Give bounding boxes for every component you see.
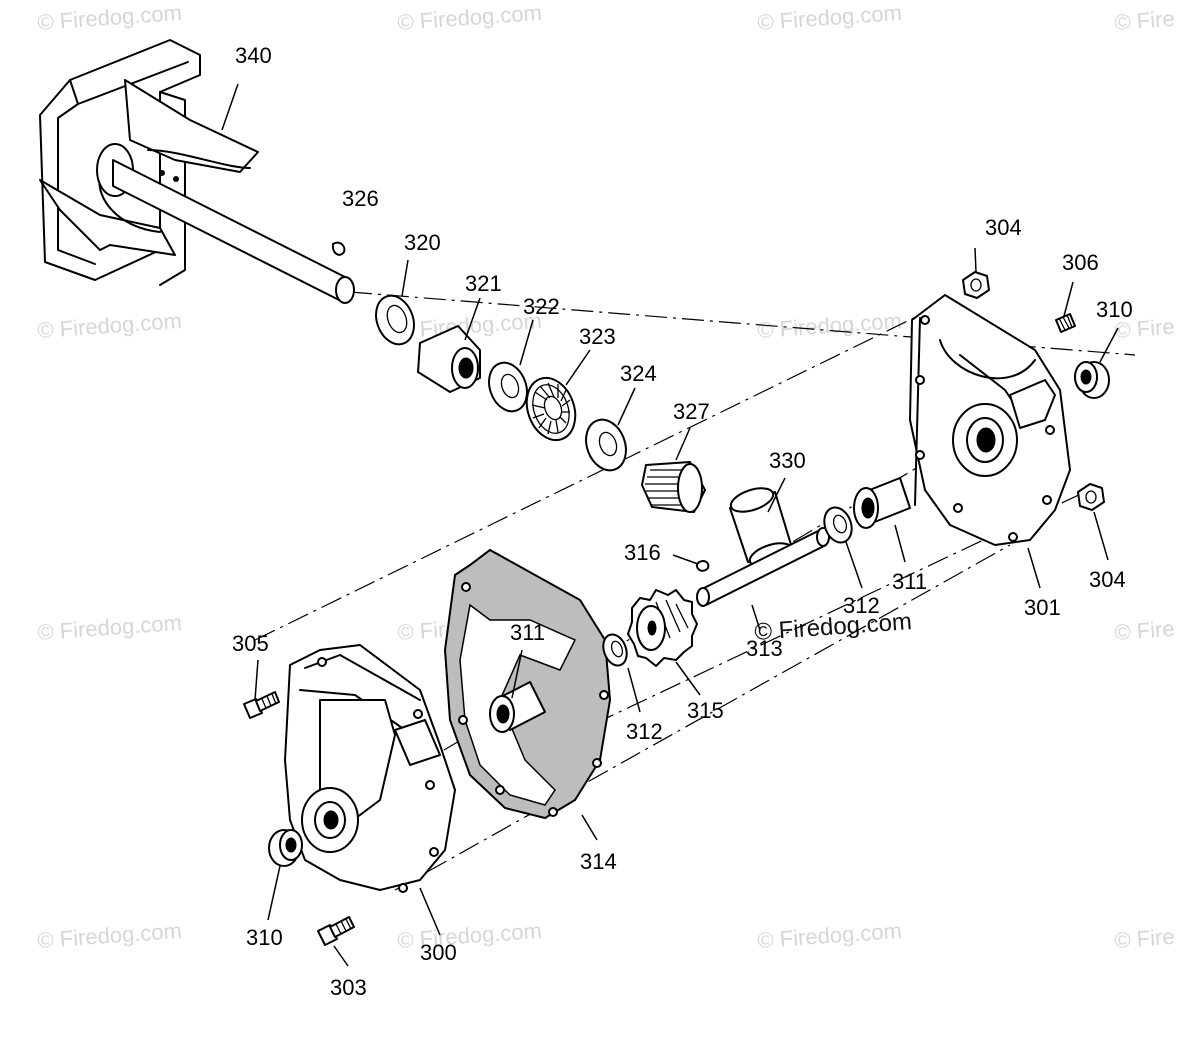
part-327-worm-gear xyxy=(641,461,706,513)
label-314: 314 xyxy=(580,849,617,874)
label-305: 305 xyxy=(232,631,269,656)
leader-311-left xyxy=(511,649,523,699)
label-306: 306 xyxy=(1062,250,1099,275)
leader-311-right xyxy=(894,524,906,563)
part-324-washer xyxy=(585,418,627,472)
watermark: © Firedog.com xyxy=(397,918,543,953)
leader-313 xyxy=(751,604,761,631)
part-306-set-screw xyxy=(1055,313,1076,333)
part-304-nut-bottom xyxy=(1077,483,1105,511)
label-304-top: 304 xyxy=(985,215,1022,240)
leader-324 xyxy=(617,387,636,426)
leader-327 xyxy=(675,427,691,461)
part-320-washer xyxy=(375,294,415,346)
label-300: 300 xyxy=(420,940,457,965)
watermark: © Fire xyxy=(1114,924,1176,953)
leader-320 xyxy=(401,259,409,297)
label-303: 303 xyxy=(330,975,367,1000)
part-303-bolt xyxy=(317,916,355,946)
part-310-bearing-right xyxy=(1074,361,1110,399)
leader-304-top xyxy=(974,247,977,273)
watermark: © Firedog.com xyxy=(397,0,543,35)
leader-321 xyxy=(464,297,481,341)
watermark: © Firedog.com xyxy=(37,610,183,645)
label-324: 324 xyxy=(620,361,657,386)
part-labels: 340 326 320 321 322 323 324 327 330 316 … xyxy=(232,43,1133,1000)
label-310-right: 310 xyxy=(1096,297,1133,322)
part-310-bearing-left xyxy=(268,829,303,867)
label-312-right: 312 xyxy=(843,593,880,618)
label-340: 340 xyxy=(235,43,272,68)
bottom-bolt-axis-line xyxy=(394,544,1011,891)
label-310-left: 310 xyxy=(246,925,283,950)
watermark: © Firedog.com xyxy=(37,0,183,35)
watermark: © Fire xyxy=(1114,6,1176,35)
leader-lines xyxy=(221,83,1119,967)
label-313: 313 xyxy=(746,636,783,661)
label-315: 315 xyxy=(687,698,724,723)
leader-315 xyxy=(675,661,701,696)
part-312-washer-left xyxy=(602,633,628,667)
label-322: 322 xyxy=(523,294,560,319)
label-311-left: 311 xyxy=(510,620,545,645)
leader-314 xyxy=(581,814,598,841)
part-304-nut-top xyxy=(962,271,990,299)
label-312-left: 312 xyxy=(626,719,663,744)
leader-330 xyxy=(767,477,786,513)
leader-312-right xyxy=(845,541,863,589)
part-312-washer-right xyxy=(823,506,853,544)
leader-340 xyxy=(221,83,239,131)
leader-316 xyxy=(672,554,699,565)
label-330: 330 xyxy=(769,448,806,473)
part-305-bolt xyxy=(243,691,280,719)
leader-304-bottom xyxy=(1093,511,1109,561)
part-301-right-gearcase xyxy=(909,294,1071,546)
label-304-bottom: 304 xyxy=(1089,567,1126,592)
watermark: © Firedog.com xyxy=(757,0,903,35)
leader-303 xyxy=(333,945,349,967)
label-323: 323 xyxy=(579,324,616,349)
shaft-axis-line xyxy=(349,291,1136,356)
watermark: © Firedog.com xyxy=(37,308,183,343)
part-316-key xyxy=(695,560,710,572)
part-311-bushing-left xyxy=(489,681,546,733)
label-311-right: 311 xyxy=(892,569,927,594)
part-326-key xyxy=(331,241,346,256)
leader-300 xyxy=(419,887,441,936)
impeller-assembly xyxy=(39,39,355,304)
leader-312-left xyxy=(627,667,641,713)
watermark: © Fire xyxy=(1114,616,1176,645)
leader-310-right xyxy=(1099,327,1119,363)
impeller-lower-blade xyxy=(39,179,176,256)
watermark: © Firedog.com xyxy=(757,308,903,343)
label-320: 320 xyxy=(404,230,441,255)
part-321-bearing-housing xyxy=(417,325,481,393)
leader-305 xyxy=(254,659,259,701)
label-301: 301 xyxy=(1024,595,1061,620)
label-321: 321 xyxy=(465,271,502,296)
part-323-thrust-bearing xyxy=(525,376,577,442)
top-bolt-axis-line xyxy=(254,309,931,641)
watermark: © Fire xyxy=(1114,314,1176,343)
part-311-bushing-right xyxy=(853,477,911,529)
watermark: © Firedog.com xyxy=(757,918,903,953)
leader-323 xyxy=(565,349,591,386)
label-326: 326 xyxy=(342,186,379,211)
watermark: © Firedog.com xyxy=(37,918,183,953)
leader-306 xyxy=(1063,281,1074,317)
label-327: 327 xyxy=(673,399,710,424)
leader-301 xyxy=(1027,547,1041,589)
part-315-gear xyxy=(627,589,698,667)
leader-322 xyxy=(519,319,534,366)
part-300-left-gearcase xyxy=(284,644,456,893)
leader-310-left xyxy=(267,865,281,921)
part-322-washer xyxy=(488,361,528,413)
impeller-upper-blade xyxy=(124,79,259,173)
label-316: 316 xyxy=(624,540,661,565)
